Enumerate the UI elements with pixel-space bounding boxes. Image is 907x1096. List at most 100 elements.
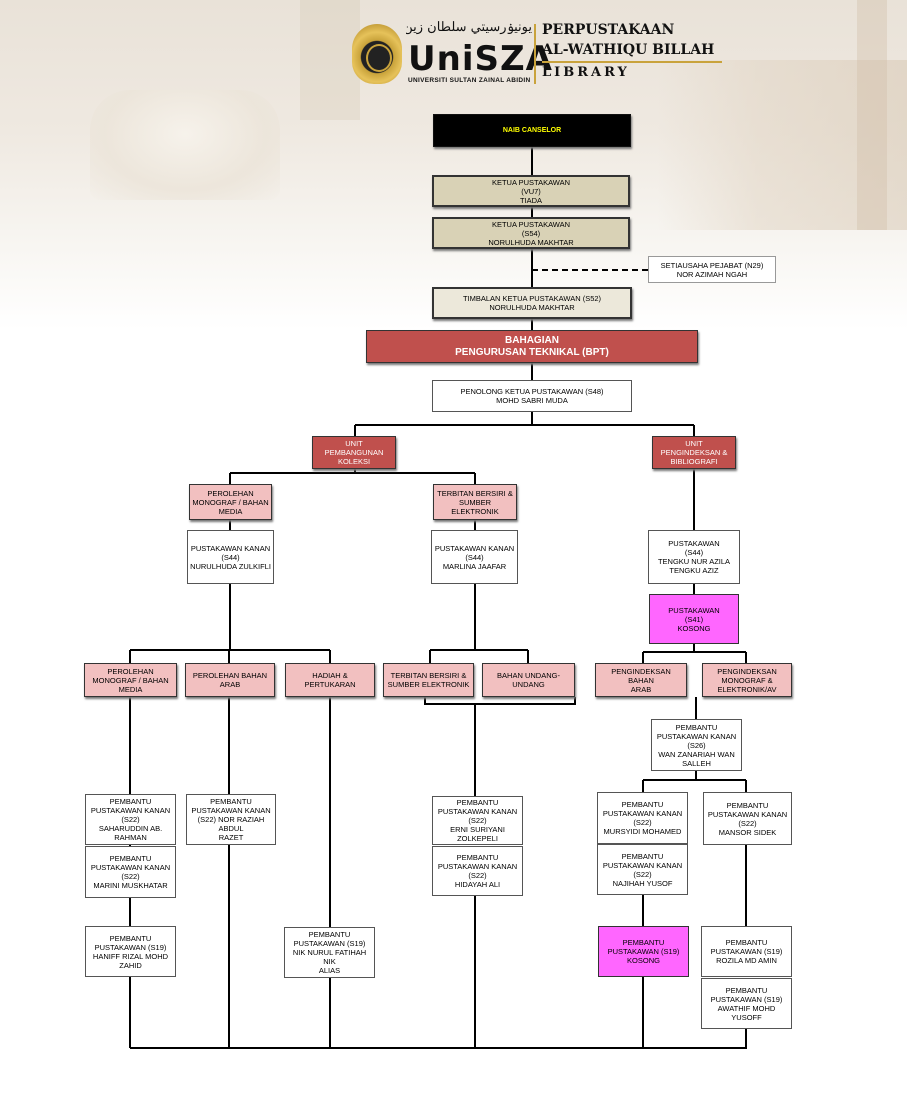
timbalan-box: TIMBALAN KETUA PUSTAKAWAN (S52) NORULHUD… (432, 287, 632, 319)
position-title: PUSTAKAWAN (668, 605, 720, 615)
section-name-line: ELEKTRONIK (451, 506, 499, 516)
pembantu-kanan-mansor-box: PEMBANTU PUSTAKAWAN KANAN (S22) MANSOR S… (703, 792, 792, 845)
connector-bottom-bus (129, 977, 747, 1049)
pembantu-kanan-marini-box: PEMBANTU PUSTAKAWAN KANAN (S22) MARINI M… (85, 846, 176, 898)
position-grade: (S54) (521, 228, 541, 238)
pembantu-kanan-raziah-box: PEMBANTU PUSTAKAWAN KANAN (S22) NOR RAZI… (186, 794, 276, 845)
position-title: PUSTAKAWAN KANAN (656, 731, 737, 741)
position-title: PEMBANTU (456, 798, 499, 807)
unit-name-line: PEMBANGUNAN (324, 448, 384, 457)
position-title: PUSTAKAWAN KANAN (707, 809, 788, 819)
library-background-photo (0, 0, 907, 330)
position-grade: (S44) (465, 552, 484, 562)
position-title: KETUA PUSTAKAWAN (491, 219, 571, 229)
staff-name: SAHARUDDIN AB. (98, 824, 163, 833)
pustakawan-azila-box: PUSTAKAWAN (S44) TENGKU NUR AZILA TENGKU… (648, 530, 740, 584)
staff-name: ERNI SURIYANI (450, 825, 505, 834)
connector-section-bottoms (129, 697, 747, 927)
section-undang-box: BAHAN UNDANG- UNDANG (482, 663, 575, 697)
pembantu-kanan-mursyidi-box: PEMBANTU PUSTAKAWAN KANAN (S22) MURSYIDI… (597, 792, 688, 844)
section-terbitan-box: TERBITAN BERSIRI & SUMBER ELEKTRONIK (383, 663, 474, 697)
section-name-line: PENGINDEKSAN BAHAN (611, 666, 671, 685)
position-title: PEMBANTU (622, 938, 665, 947)
staff-name: NORULHUDA MAKHTAR (488, 237, 574, 247)
ketua-pustakawan-vu7-box: KETUA PUSTAKAWAN (VU7) TIADA (432, 175, 630, 207)
section-name-line: TERBITAN BERSIRI & (437, 488, 513, 498)
unit-pembangunan-koleksi-box: UNIT PEMBANGUNAN KOLEKSI (312, 436, 396, 469)
section-pengindeksan-monograf-box: PENGINDEKSAN MONOGRAF & ELEKTRONIK/AV (702, 663, 792, 697)
connector-right-column (642, 469, 747, 663)
section-name-line: MONOGRAF / BAHAN (192, 497, 269, 507)
unit-name-line: KOLEKSI (337, 457, 371, 466)
section-name-line: UNDANG (512, 680, 545, 689)
position-title: SETIAUSAHA PEJABAT (N29) (660, 260, 764, 270)
section-name-line: SUMBER ELEKTRONIK (387, 680, 470, 689)
staff-name: TIADA (519, 195, 543, 205)
staff-name: SALLEH (682, 758, 711, 768)
staff-name: ALIAS (318, 966, 341, 975)
position-title: PEMBANTU (109, 797, 152, 806)
position-title: PUSTAKAWAN (S19) (293, 939, 366, 948)
section-name-line: TERBITAN BERSIRI & (390, 671, 467, 680)
staff-name: NOR AZIMAH NGAH (676, 269, 748, 279)
section-name-line: ELEKTRONIK/AV (717, 684, 777, 694)
section-name-line: ARAB (630, 684, 652, 694)
bookshelf-image (657, 60, 907, 230)
position-title: PEMBANTU (109, 854, 152, 863)
section-name-line: MEDIA (118, 684, 143, 694)
setiausaha-box: SETIAUSAHA PEJABAT (N29) NOR AZIMAH NGAH (648, 256, 776, 283)
terbitan-section-box: TERBITAN BERSIRI & SUMBER ELEKTRONIK (433, 484, 517, 520)
division-label: BAHAGIAN (505, 334, 559, 346)
position-grade: (VU7) (521, 186, 541, 196)
section-name-line: MONOGRAF / BAHAN (92, 675, 169, 685)
pembantu-kanan-saharuddin-box: PEMBANTU PUSTAKAWAN KANAN (S22) SAHARUDD… (85, 794, 176, 845)
position-grade: (S22) (633, 869, 652, 879)
section-pengindeksan-arab-box: PENGINDEKSAN BAHAN ARAB (595, 663, 687, 697)
staff-name: HANIFF RIZAL MOHD (92, 951, 169, 961)
position-title: PUSTAKAWAN KANAN (434, 543, 515, 553)
position-title: KETUA PUSTAKAWAN (491, 177, 571, 187)
position-title: PEMBANTU (725, 938, 768, 947)
staff-name: MARINI MUSKHATAR (93, 881, 168, 890)
connector-left-column (129, 520, 331, 663)
staff-name: ZOLKEPELI (457, 834, 498, 843)
position-title: PUSTAKAWAN KANAN (602, 860, 683, 870)
position-title: PEMBANTU (675, 722, 718, 732)
position-title: PUSTAKAWAN (S19) (710, 994, 783, 1004)
position-title: PEMBANTU (308, 930, 351, 939)
position-grade: (S44) (684, 548, 704, 557)
unit-label: UNIT (685, 439, 703, 448)
position-grade: (S44) (221, 552, 240, 562)
connector-staff-right (474, 845, 747, 1048)
pembantu-awathif-box: PEMBANTU PUSTAKAWAN (S19) AWATHIF MOHD Y… (701, 978, 792, 1029)
position-title: PEMBANTU (210, 797, 252, 806)
staff-name: RAZET (218, 833, 244, 842)
pembantu-kosong-box: PEMBANTU PUSTAKAWAN (S19) KOSONG (598, 926, 689, 977)
pembantu-nurul-box: PEMBANTU PUSTAKAWAN (S19) NIK NURUL FATI… (284, 927, 375, 978)
staff-name: KOSONG (677, 623, 711, 633)
pembantu-kanan-erni-box: PEMBANTU PUSTAKAWAN KANAN (S22) ERNI SUR… (432, 796, 523, 845)
perolehan-media-section-box: PEROLEHAN MONOGRAF / BAHAN MEDIA (189, 484, 272, 520)
position-title: PEMBANTU (109, 933, 152, 943)
position-title: PUSTAKAWAN (S19) (607, 947, 680, 956)
unit-label: UNIT (345, 439, 363, 448)
library-logo: يونيۏرسيتي سلطان زين العابدين UniSZA UNI… (350, 16, 730, 88)
pustakawan-kosong-box: PUSTAKAWAN (S41) KOSONG (649, 594, 739, 644)
division-name: PENGURUSAN TEKNIKAL (BPT) (455, 346, 609, 358)
position-grade: (S41) (684, 614, 704, 624)
position-grade: (S22) (121, 872, 140, 881)
pembantu-kanan-s26-box: PEMBANTU PUSTAKAWAN KANAN (S26) WAN ZANA… (651, 719, 742, 771)
pembantu-kanan-najihah-box: PEMBANTU PUSTAKAWAN KANAN (S22) NAJIHAH … (597, 844, 688, 895)
position-title: PUSTAKAWAN KANAN (437, 807, 518, 816)
position-title: PUSTAKAWAN KANAN (90, 863, 171, 872)
section-name-line: PEROLEHAN BAHAN (192, 671, 268, 680)
staff-name: ROZILA MD AMIN (716, 956, 777, 965)
connector-staff-left (129, 845, 230, 1048)
position-title: PUSTAKAWAN (S19) (710, 947, 783, 956)
staff-name: MOHD SABRI MUDA (496, 396, 568, 405)
staff-name: ZAHID (119, 960, 142, 970)
position-title: PUSTAKAWAN KANAN (191, 806, 271, 815)
position-title: PEMBANTU (726, 800, 769, 810)
background-pillar (300, 0, 360, 120)
position-grade: (S22) (633, 818, 652, 827)
